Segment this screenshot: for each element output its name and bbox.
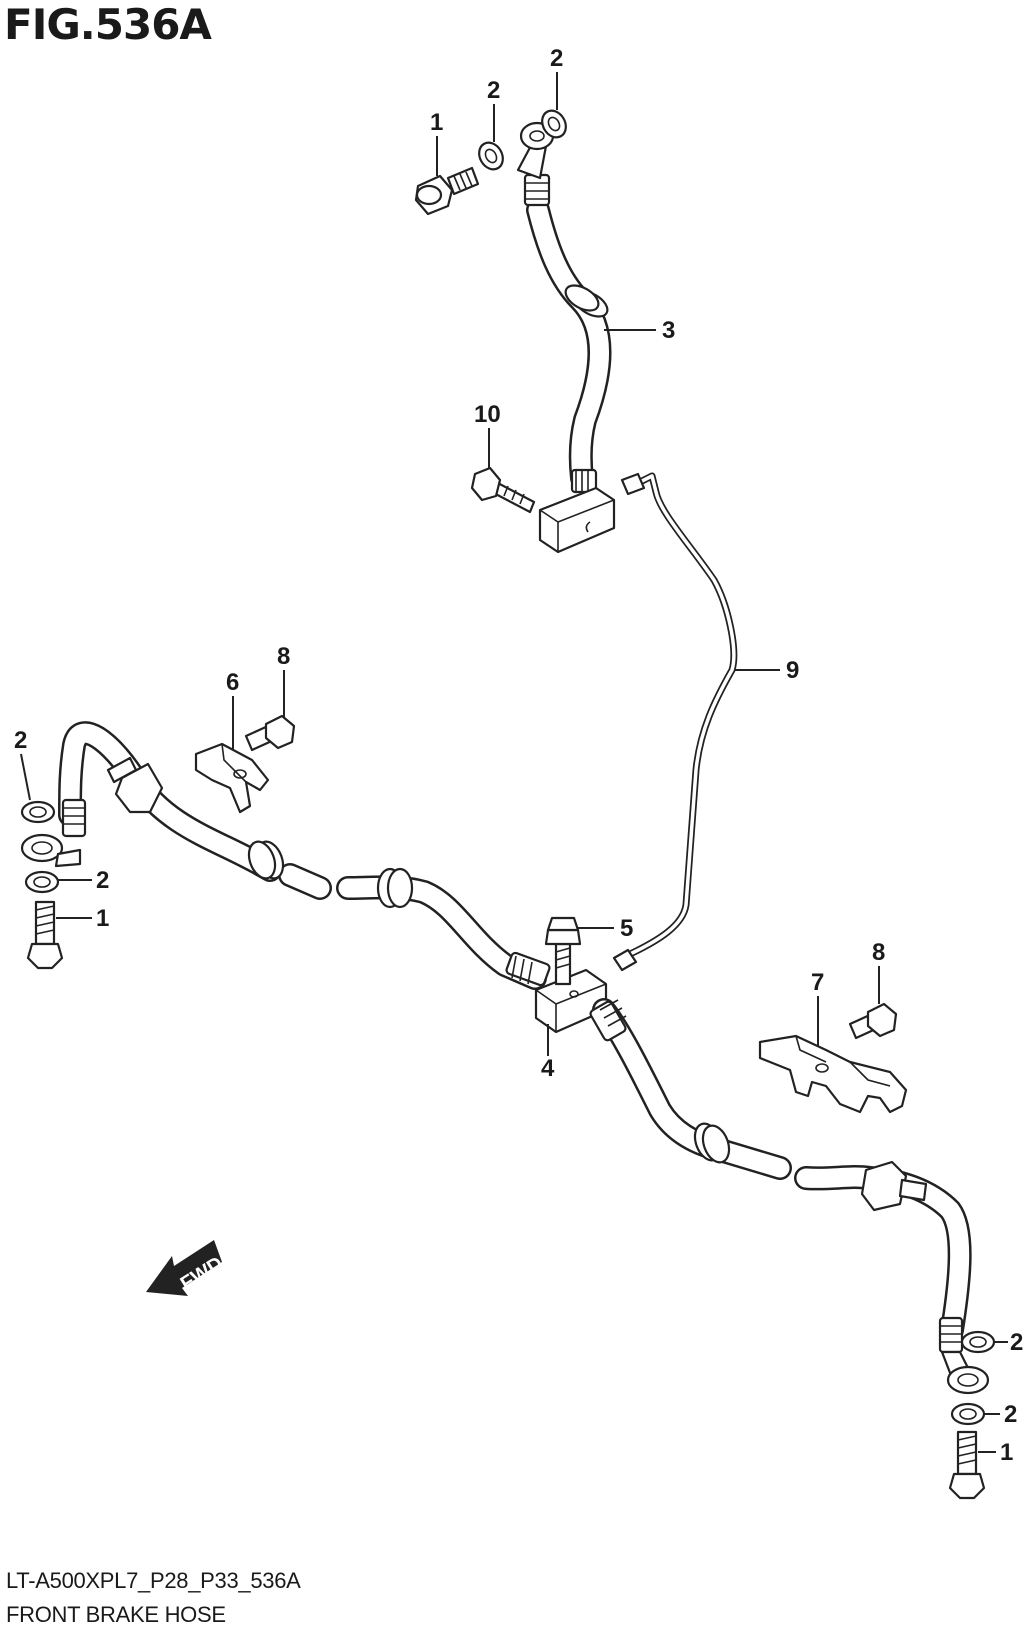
brake-pipe-9 — [612, 472, 738, 972]
bolt-8-left — [244, 714, 296, 752]
callout-label: 6 — [226, 669, 239, 696]
callout-label: 2 — [1010, 1329, 1023, 1356]
callout-label: 1 — [96, 905, 109, 932]
banjo-bolt-top — [414, 166, 480, 216]
upper-junction-block — [538, 486, 616, 554]
washers-top — [478, 109, 567, 171]
callout-label: 1 — [1000, 1439, 1013, 1466]
fwd-arrow-icon: FWD — [146, 1240, 227, 1296]
right-brake-hose — [589, 998, 990, 1395]
callout-label: 8 — [277, 643, 290, 670]
callout-label: 2 — [96, 867, 109, 894]
callout-label: 2 — [1004, 1401, 1017, 1428]
callout-label: 3 — [662, 317, 675, 344]
callout-label: 9 — [786, 657, 799, 684]
callout-label: 8 — [872, 939, 885, 966]
figure-title: FIG.536A — [4, 0, 212, 49]
callout-label: 2 — [487, 77, 500, 104]
model-code: LT-A500XPL7_P28_P33_536A — [6, 1568, 301, 1593]
callout-label: 2 — [14, 727, 27, 754]
left-washers-and-bolt — [20, 800, 64, 970]
callout-label: 2 — [550, 45, 563, 72]
upper-brake-hose — [516, 121, 612, 494]
callouts: 1 2 2 3 10 9 6 8 2 2 1 5 4 8 7 2 2 1 — [14, 45, 1023, 1466]
callout-label: 7 — [811, 969, 824, 996]
left-brake-hose — [20, 721, 551, 990]
bolt-8-right — [848, 1002, 898, 1040]
callout-label: 4 — [541, 1055, 555, 1082]
callout-label: 1 — [430, 109, 443, 136]
callout-label: 10 — [474, 401, 501, 428]
right-washers-and-bolt — [948, 1330, 996, 1500]
bolt-5 — [544, 916, 582, 986]
bracket-7 — [758, 1034, 908, 1114]
callout-label: 5 — [620, 915, 633, 942]
bolt-10 — [470, 466, 536, 514]
bracket-6 — [194, 742, 270, 814]
section-name: FRONT BRAKE HOSE — [6, 1602, 226, 1627]
